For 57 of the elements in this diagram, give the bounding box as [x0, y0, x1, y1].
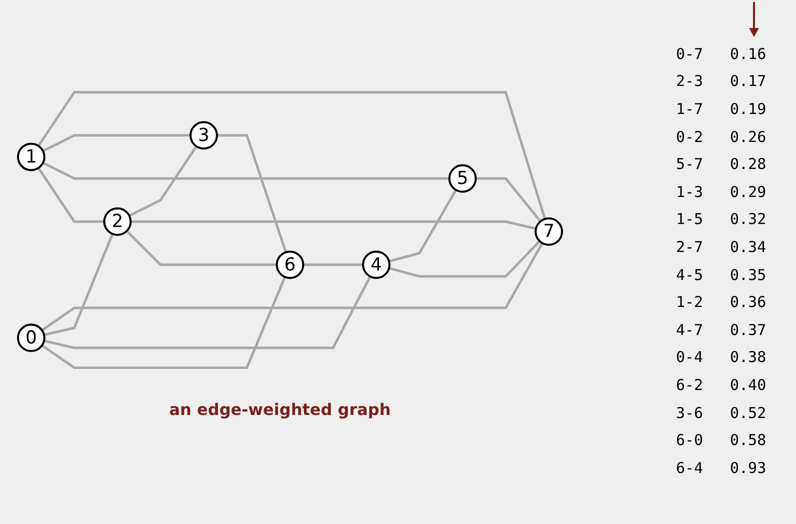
edge-name: 2-7 — [676, 238, 704, 256]
connector — [37, 167, 104, 223]
connector — [42, 134, 191, 152]
edge-name: 1-2 — [676, 293, 704, 312]
connector — [388, 240, 541, 278]
edge-name: 6-2 — [676, 376, 704, 394]
edge-name: 0-2 — [676, 128, 704, 146]
edge-weight: 0.36 — [730, 293, 766, 312]
edge-name: 3-6 — [676, 404, 704, 422]
edge-name: 2-3 — [676, 72, 704, 90]
edge-weight: 0.26 — [730, 128, 766, 146]
edge-weight: 0.17 — [730, 72, 766, 90]
edge-weight: 0.93 — [730, 458, 766, 477]
node-circle: 6 — [276, 250, 304, 279]
connector — [388, 189, 458, 263]
edge-name: 0-7 — [676, 44, 704, 63]
connector — [44, 276, 372, 350]
node-circle: 7 — [534, 217, 564, 246]
connector — [303, 264, 364, 266]
edge-name: 1-5 — [676, 210, 704, 228]
edge-name: 1-7 — [676, 100, 704, 118]
edge-weight: 0.37 — [730, 320, 766, 339]
node-circle: 0 — [16, 324, 46, 352]
edge-weight: 0.32 — [730, 210, 766, 228]
node-circle: 4 — [362, 250, 390, 279]
connector — [42, 162, 450, 180]
node-circle: 3 — [190, 121, 218, 150]
edge-weight: 0.38 — [730, 348, 766, 366]
connector — [130, 220, 536, 230]
connector — [41, 242, 544, 332]
edge-name: 4-5 — [676, 266, 704, 284]
edge-weight: 0.29 — [730, 182, 766, 201]
edge-weight: 0.34 — [730, 238, 766, 256]
connector — [37, 90, 546, 220]
edge-weight: 0.58 — [730, 431, 766, 450]
edge-name: 0-4 — [676, 348, 704, 366]
connector — [128, 146, 198, 217]
node-circle: 5 — [448, 164, 477, 193]
edge-weight: 0.35 — [730, 266, 766, 284]
connector — [126, 230, 277, 266]
edge-name: 5-7 — [676, 155, 704, 174]
edge-weight: 0.40 — [730, 376, 766, 394]
edge-name: 6-4 — [676, 458, 704, 477]
connector — [476, 177, 542, 222]
node-circle: 2 — [103, 207, 132, 236]
caption: an edge-weighted graph — [168, 400, 392, 419]
connector — [41, 276, 286, 370]
node-circle: 1 — [16, 142, 46, 172]
connector — [216, 134, 287, 253]
edge-name: 1-3 — [676, 182, 704, 201]
connector — [44, 233, 114, 336]
edge-name: 4-7 — [676, 320, 704, 339]
edge-weight: 0.28 — [730, 155, 766, 174]
edge-name: 6-0 — [676, 431, 704, 450]
edge-weight: 0.19 — [730, 100, 766, 118]
edge-weight: 0.52 — [730, 404, 766, 422]
edge-weight: 0.16 — [730, 44, 766, 63]
